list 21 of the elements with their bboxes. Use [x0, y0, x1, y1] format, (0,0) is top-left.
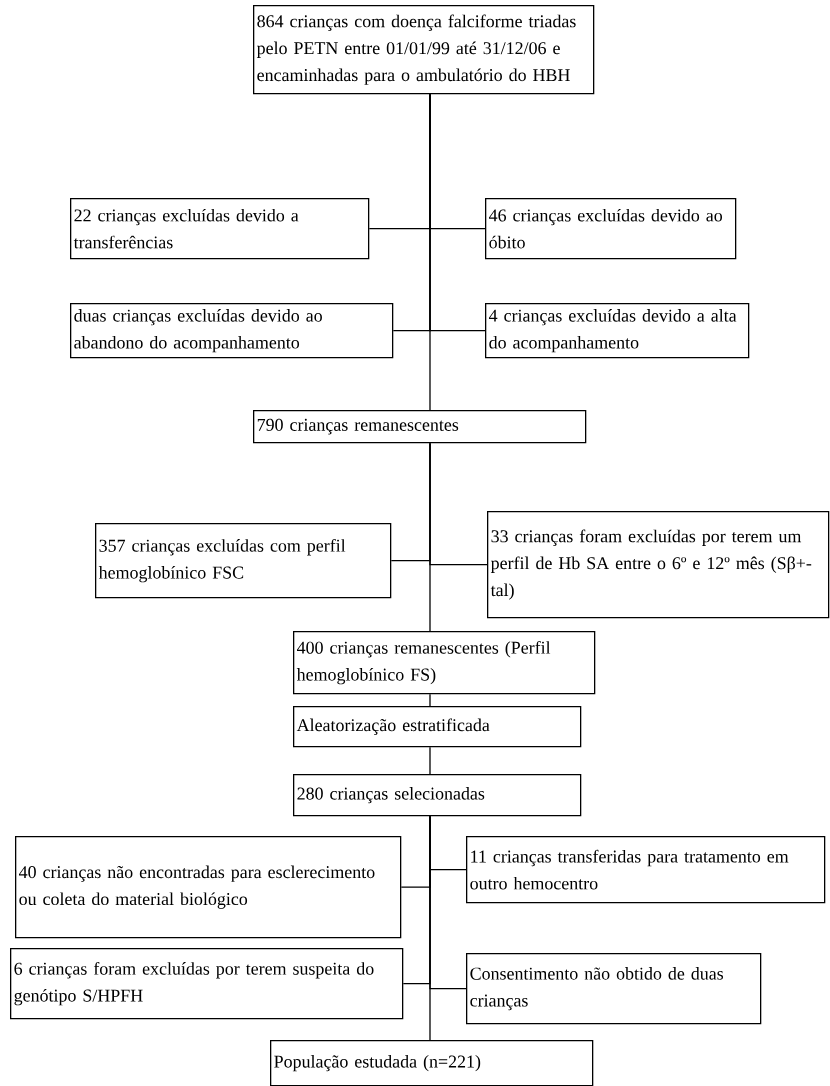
flow-box: 46 crianças excluídas devido ao óbito	[485, 198, 737, 260]
flow-box: 33 crianças foram excluídas por terem um perfil de Hb SA entre o 6º e 12º mês (Sβ+-tal)	[487, 511, 830, 619]
flow-box: 357 crianças excluídas com perfil hemoglobínico FSC	[95, 523, 392, 599]
connector-line	[429, 442, 488, 566]
flow-box: População estudada (n=221)	[270, 1040, 594, 1086]
flow-box: 40 crianças não encontradas para esclerecimento ou coleta do material biológico	[15, 836, 402, 939]
flow-box: 11 crianças transferidas para tratamento em outro hemocentro	[466, 836, 826, 904]
flow-box: 790 crianças remanescentes	[253, 410, 587, 444]
connector-line	[429, 746, 431, 775]
connector-line	[429, 93, 486, 332]
connector-line	[429, 815, 467, 990]
flow-box: 6 crianças foram excluídas por terem suspeita do genótipo S/HPFH	[10, 948, 404, 1020]
connector-line	[429, 693, 431, 707]
flow-box: duas crianças excluídas devido ao abandono do acompanhamento	[70, 303, 394, 359]
flow-box: Aleatorização estratificada	[293, 706, 582, 748]
flow-box: Consentimento não obtido de duas crianças	[466, 953, 762, 1025]
flow-box: 4 crianças excluídas devido a alta do acompanhamento	[485, 303, 750, 359]
flow-box: 280 crianças selecionadas	[293, 774, 582, 817]
flow-box: 400 crianças remanescentes (Perfil hemoglobínico FS)	[293, 631, 596, 695]
flow-box: 22 crianças excluídas devido a transferências	[70, 198, 370, 260]
flow-box: 864 crianças com doença falciforme triadas pelo PETN entre 01/01/99 até 31/12/06 e encaminhadas para o ambulatório do HBH	[253, 5, 595, 95]
